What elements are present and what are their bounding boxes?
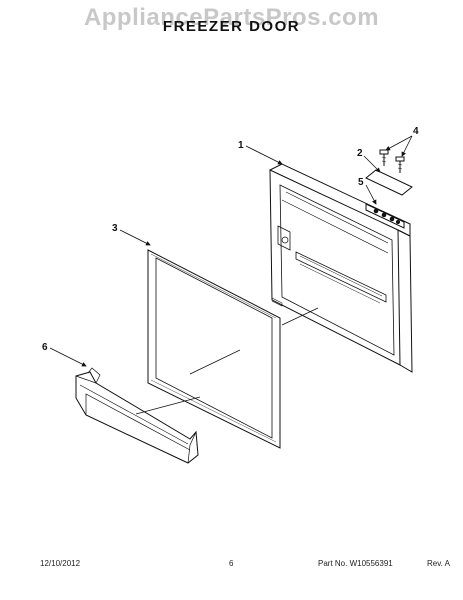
screws-part	[379, 149, 405, 173]
footer-date: 12/10/2012	[40, 559, 81, 568]
footer-revision: Rev. A	[427, 559, 450, 568]
page-title: FREEZER DOOR	[162, 18, 301, 35]
leader-arrows	[49, 135, 413, 367]
callout-1: 1	[238, 140, 244, 151]
callout-2: 2	[357, 148, 363, 159]
leader-arrow-4b	[401, 135, 413, 157]
leader-arrow-5	[365, 184, 377, 205]
leader-arrow-6	[49, 347, 87, 367]
leader-arrow-1	[245, 145, 283, 165]
leader-arrow-4a	[385, 135, 413, 151]
hinge-bracket-part	[365, 203, 405, 229]
door-gasket-part	[147, 249, 281, 449]
freezer-door-part	[269, 163, 413, 373]
hinge-cover-part	[365, 169, 413, 196]
callout-4: 4	[413, 126, 419, 137]
footer-page-number: 6	[229, 559, 234, 568]
callout-5: 5	[358, 177, 364, 188]
footer-part-number: Part No. W10556391	[318, 559, 393, 568]
door-bin-part	[75, 367, 199, 464]
leader-arrow-3	[119, 229, 151, 246]
callout-6: 6	[42, 342, 48, 353]
leader-arrow-2	[363, 155, 381, 173]
callout-3: 3	[112, 223, 118, 234]
watermark: AppliancePartsPros.com	[83, 4, 380, 31]
assembly-alignment-lines	[135, 307, 319, 415]
